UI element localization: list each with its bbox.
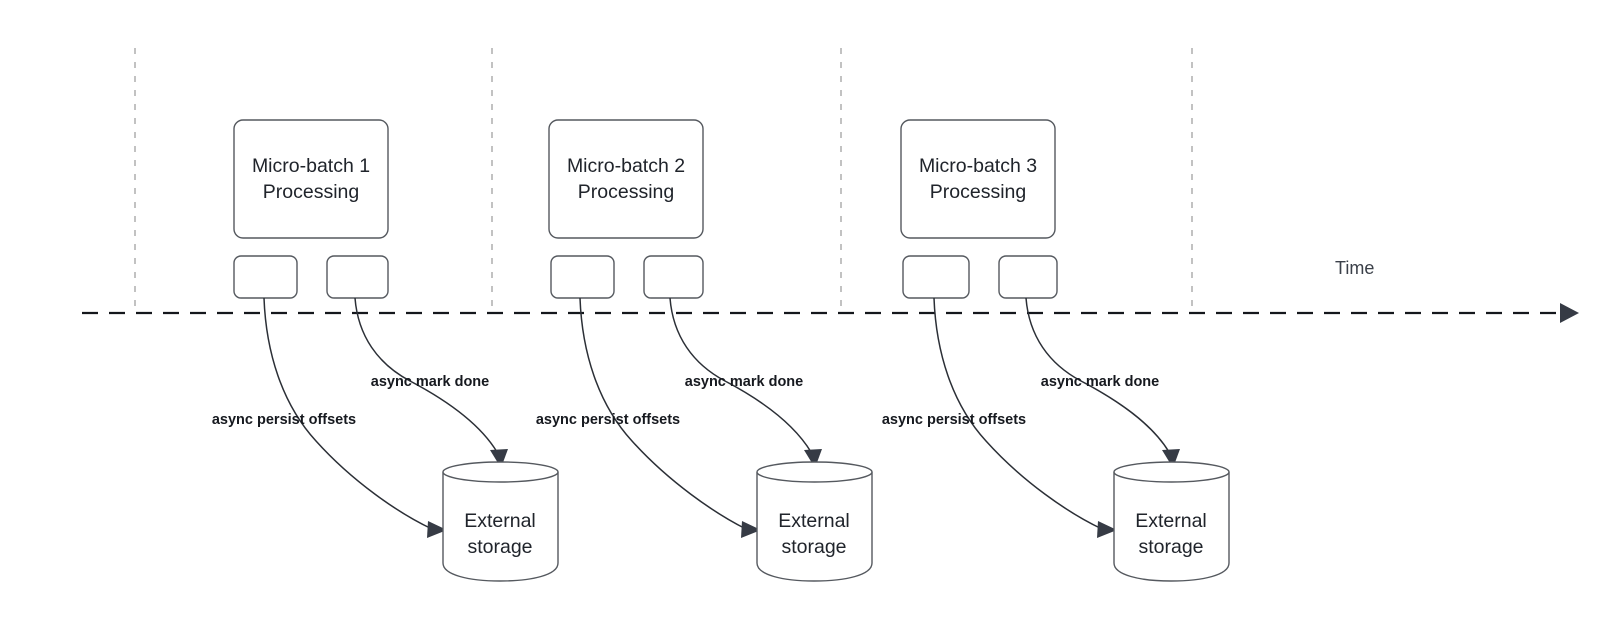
edge-label-persist-offsets-1: async persist offsets <box>212 412 356 428</box>
external-storage-body-1[interactable] <box>442 472 559 582</box>
flow-persist-offsets-3 <box>933 297 1103 530</box>
micro-batch-label-3-line1: Micro-batch 3 <box>919 155 1037 177</box>
task-box-1b[interactable] <box>326 255 389 299</box>
external-storage-label-3-line1: External <box>1135 510 1207 532</box>
flow-arrowhead-markdone-2 <box>804 449 822 468</box>
edge-label-mark-done-1: async mark done <box>371 374 489 390</box>
micro-batch-box-1[interactable] <box>233 119 389 239</box>
flow-persist-offsets-2 <box>579 297 747 530</box>
external-storage-body-3[interactable] <box>1113 472 1230 582</box>
flow-arrowhead-persist-3 <box>1097 521 1117 538</box>
flow-arrowhead-persist-2 <box>741 521 761 538</box>
micro-batch-label-2-line2: Processing <box>578 181 674 203</box>
edge-label-persist-offsets-2: async persist offsets <box>536 412 680 428</box>
external-storage-label-1-line2: storage <box>467 536 532 558</box>
external-storage-top-2 <box>756 461 873 483</box>
time-axis-label: Time <box>1335 258 1374 278</box>
task-box-1a[interactable] <box>233 255 298 299</box>
external-storage-top-3 <box>1113 461 1230 483</box>
edge-label-mark-done-2: async mark done <box>685 374 803 390</box>
external-storage-body-2[interactable] <box>756 472 873 582</box>
flow-arrowhead-markdone-1 <box>490 449 508 468</box>
edge-label-persist-offsets-3: async persist offsets <box>882 412 1026 428</box>
edge-label-mark-done-3: async mark done <box>1041 374 1159 390</box>
external-storage-label-2-line1: External <box>778 510 850 532</box>
task-box-3a[interactable] <box>902 255 970 299</box>
external-storage-label-3-line2: storage <box>1138 536 1203 558</box>
micro-batch-box-3[interactable] <box>900 119 1056 239</box>
micro-batch-label-3-line2: Processing <box>930 181 1026 203</box>
flow-mark-done-3 <box>1025 297 1170 453</box>
external-storage-label-2-line2: storage <box>781 536 846 558</box>
task-box-2b[interactable] <box>643 255 704 299</box>
time-axis-arrowhead <box>1560 303 1579 323</box>
flow-mark-done-1 <box>354 297 498 453</box>
flow-persist-offsets-1 <box>263 297 433 530</box>
micro-batch-label-2-line1: Micro-batch 2 <box>567 155 685 177</box>
task-box-2a[interactable] <box>550 255 615 299</box>
flow-mark-done-2 <box>669 297 812 453</box>
task-box-3b[interactable] <box>998 255 1058 299</box>
external-storage-top-1 <box>442 461 559 483</box>
micro-batch-label-1-line1: Micro-batch 1 <box>252 155 370 177</box>
flow-arrowhead-persist-1 <box>427 521 447 538</box>
flow-arrowhead-markdone-3 <box>1162 449 1180 468</box>
micro-batch-box-2[interactable] <box>548 119 704 239</box>
external-storage-label-1-line1: External <box>464 510 536 532</box>
micro-batch-label-1-line2: Processing <box>263 181 359 203</box>
